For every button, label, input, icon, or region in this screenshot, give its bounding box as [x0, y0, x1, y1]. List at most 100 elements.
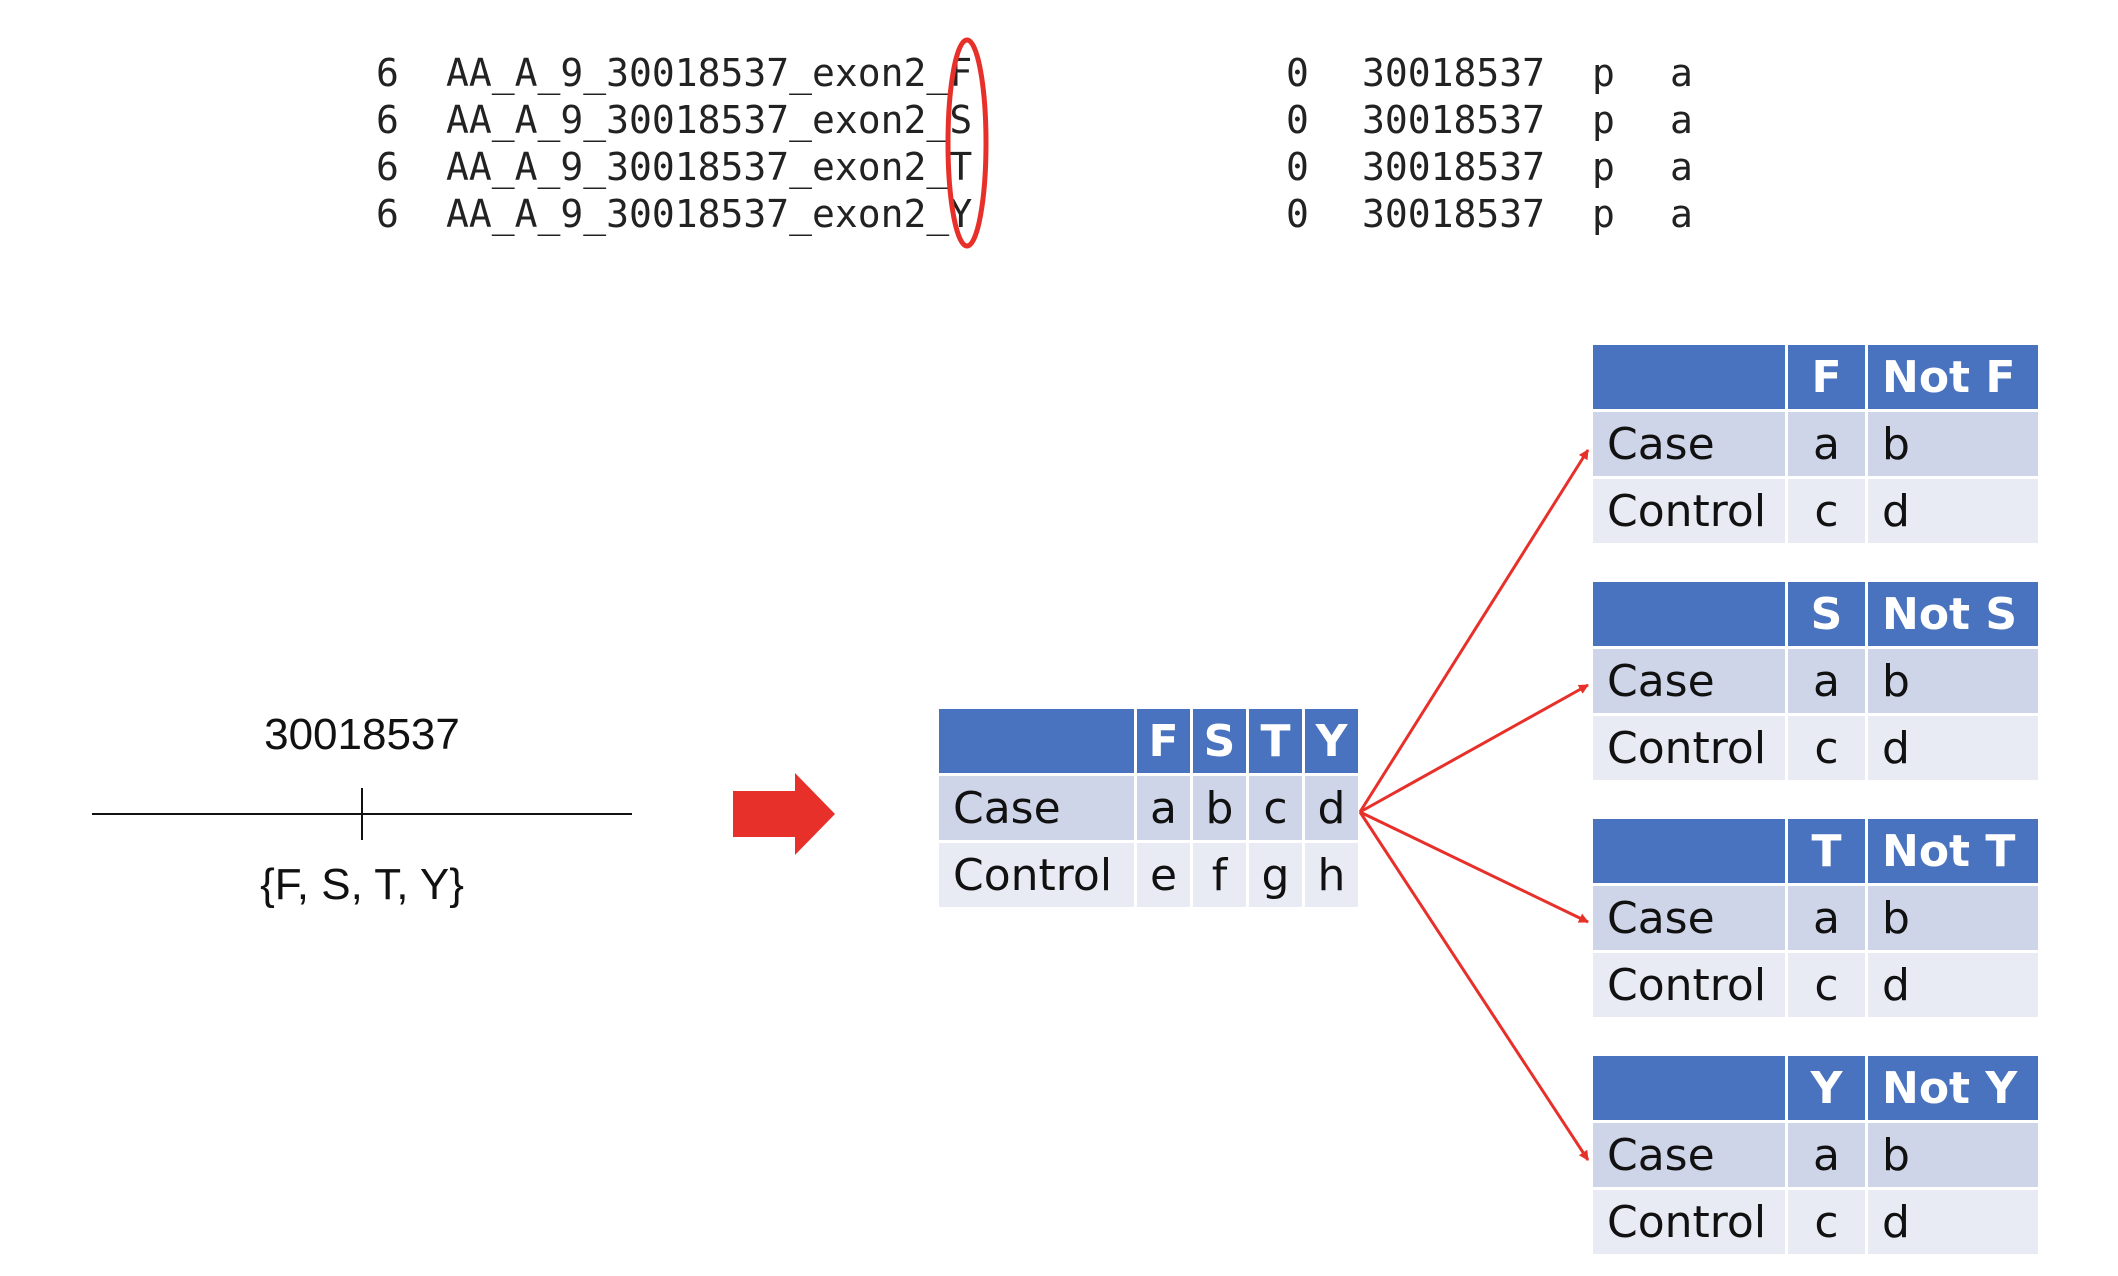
row-label: Case — [1593, 649, 1785, 713]
record-a: a — [1670, 98, 1693, 142]
table-row: Control c d — [1593, 479, 2038, 543]
header-cell: Not T — [1868, 819, 2038, 883]
record-name: AA_A_9_30018537_exon2_T — [446, 145, 973, 189]
table-cell: d — [1868, 479, 2038, 543]
table-row: Case a b — [1593, 649, 2038, 713]
table-cell: a — [1788, 886, 1865, 950]
header-cell: F — [1788, 345, 1865, 409]
table-cell: a — [1788, 412, 1865, 476]
record-pos: 30018537 — [1362, 51, 1546, 95]
table-cell: f — [1193, 843, 1246, 907]
record-zero: 0 — [1286, 192, 1309, 236]
table-cell: a — [1137, 776, 1190, 840]
record-pos: 30018537 — [1362, 98, 1546, 142]
table-cell: d — [1868, 953, 2038, 1017]
fanout-arrow — [1358, 811, 1590, 1161]
row-label: Control — [1593, 1190, 1785, 1254]
table-row: Case a b — [1593, 1123, 2038, 1187]
header-cell — [939, 709, 1134, 773]
header-cell: Y — [1305, 709, 1358, 773]
header-cell: S — [1788, 582, 1865, 646]
fanout-arrow — [1358, 449, 1590, 813]
table-cell: e — [1137, 843, 1190, 907]
record-p: p — [1592, 98, 1615, 142]
record-name: AA_A_9_30018537_exon2_S — [446, 98, 973, 142]
table-cell: c — [1788, 1190, 1865, 1254]
header-cell: Not Y — [1868, 1056, 2038, 1120]
header-cell — [1593, 345, 1785, 409]
table-row: Case a b — [1593, 886, 2038, 950]
record-a: a — [1670, 51, 1693, 95]
table-row: Control c d — [1593, 716, 2038, 780]
record-row: 6 AA_A_9_30018537_exon2_F 0 30018537 p a — [0, 54, 1693, 358]
row-label: Case — [1593, 412, 1785, 476]
table-cell: c — [1788, 479, 1865, 543]
header-cell: Not S — [1868, 582, 2038, 646]
sub-table-f: F Not F Case a b Control c d — [1590, 342, 2041, 546]
transform-arrow-icon — [733, 773, 835, 855]
main-contingency-table: F S T Y Case a b c d Control e f g h — [936, 706, 1361, 910]
header-cell: Not F — [1868, 345, 2038, 409]
table-row: Control e f g h — [939, 843, 1358, 907]
row-label: Case — [939, 776, 1134, 840]
table-cell: d — [1868, 1190, 2038, 1254]
record-chr: 6 — [376, 145, 399, 189]
record-row: 6 AA_A_9_30018537_exon2_S 0 30018537 p a — [0, 101, 1693, 405]
table-cell: c — [1788, 716, 1865, 780]
record-name: AA_A_9_30018537_exon2_Y — [446, 192, 973, 236]
header-cell: Y — [1788, 1056, 1865, 1120]
sub-table-y: Y Not Y Case a b Control c d — [1590, 1053, 2041, 1257]
table-header-row: T Not T — [1593, 819, 2038, 883]
record-zero: 0 — [1286, 145, 1309, 189]
record-zero: 0 — [1286, 51, 1309, 95]
record-row: 6 AA_A_9_30018537_exon2_T 0 30018537 p a — [0, 148, 1693, 452]
record-a: a — [1670, 192, 1693, 236]
row-label: Case — [1593, 1123, 1785, 1187]
table-cell: c — [1249, 776, 1302, 840]
record-pos: 30018537 — [1362, 192, 1546, 236]
table-cell: a — [1788, 649, 1865, 713]
table-header-row: Y Not Y — [1593, 1056, 2038, 1120]
table-cell: g — [1249, 843, 1302, 907]
table-row: Case a b c d — [939, 776, 1358, 840]
position-label: 30018537 — [264, 710, 460, 759]
table-cell: b — [1868, 649, 2038, 713]
record-chr: 6 — [376, 98, 399, 142]
sub-table-t: T Not T Case a b Control c d — [1590, 816, 2041, 1020]
header-cell — [1593, 819, 1785, 883]
record-a: a — [1670, 145, 1693, 189]
table-row: Control c d — [1593, 953, 2038, 1017]
header-cell: S — [1193, 709, 1246, 773]
allele-set-label: {F, S, T, Y} — [260, 860, 464, 909]
table-header-row: F Not F — [1593, 345, 2038, 409]
header-cell: T — [1249, 709, 1302, 773]
record-name: AA_A_9_30018537_exon2_F — [446, 51, 973, 95]
header-cell — [1593, 1056, 1785, 1120]
record-row: 6 AA_A_9_30018537_exon2_Y 0 30018537 p a — [0, 195, 1693, 499]
row-label: Control — [1593, 479, 1785, 543]
header-cell — [1593, 582, 1785, 646]
header-cell: F — [1137, 709, 1190, 773]
row-label: Control — [1593, 953, 1785, 1017]
record-pos: 30018537 — [1362, 145, 1546, 189]
table-cell: a — [1788, 1123, 1865, 1187]
table-row: Control c d — [1593, 1190, 2038, 1254]
fanout-arrow — [1359, 810, 1589, 924]
table-cell: b — [1868, 886, 2038, 950]
table-cell: b — [1868, 412, 2038, 476]
record-p: p — [1592, 192, 1615, 236]
row-label: Case — [1593, 886, 1785, 950]
table-cell: c — [1788, 953, 1865, 1017]
header-cell: T — [1788, 819, 1865, 883]
fanout-arrow — [1359, 683, 1589, 814]
table-cell: b — [1193, 776, 1246, 840]
table-header-row: S Not S — [1593, 582, 2038, 646]
table-cell: h — [1305, 843, 1358, 907]
row-label: Control — [1593, 716, 1785, 780]
allele-highlight-ellipse — [945, 37, 989, 249]
record-zero: 0 — [1286, 98, 1309, 142]
table-cell: d — [1305, 776, 1358, 840]
sub-table-s: S Not S Case a b Control c d — [1590, 579, 2041, 783]
table-cell: d — [1868, 716, 2038, 780]
